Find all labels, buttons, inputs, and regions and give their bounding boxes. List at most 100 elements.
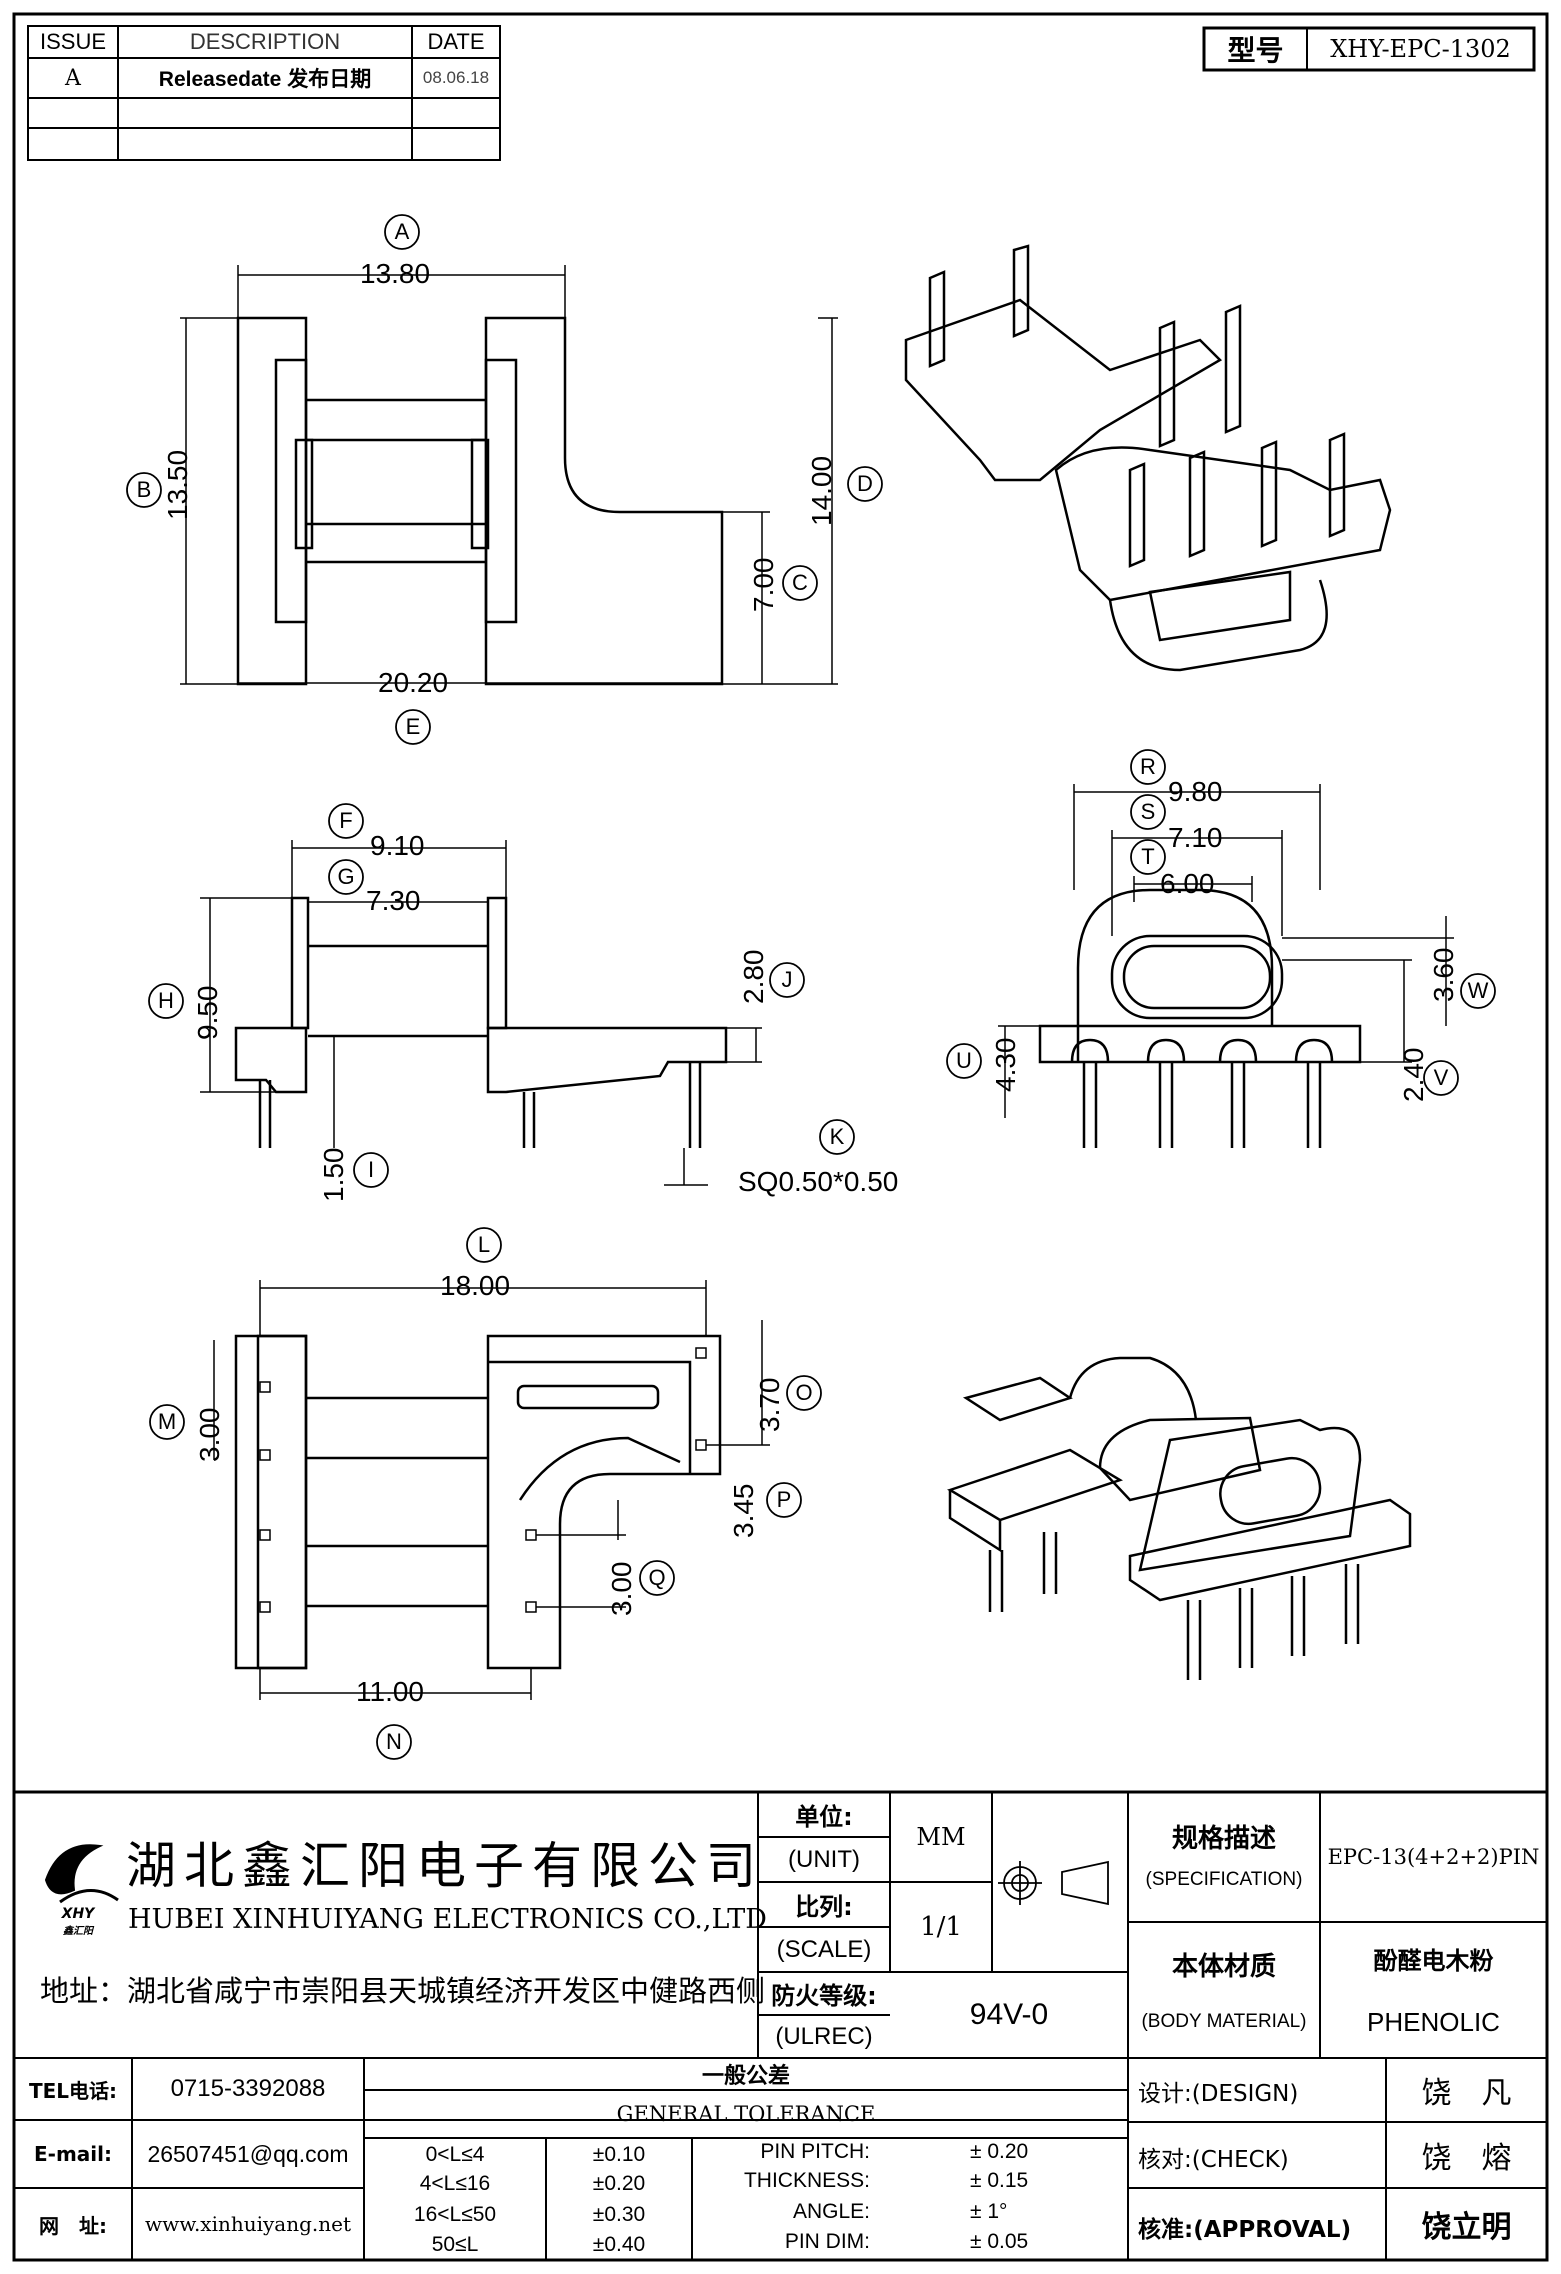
rev-row-issue: A (65, 65, 81, 91)
dim-letter-F: F (339, 808, 353, 833)
company-name-cn: 湖北鑫汇阳电子有限公司 (126, 1837, 764, 1895)
material-value-en: PHENOLIC (1367, 2006, 1500, 2037)
top-view-dims (180, 265, 838, 685)
dim-letter-R: R (1140, 754, 1156, 779)
sheet-border (12, 12, 1549, 2262)
dim-T-value: 6.00 (1160, 868, 1215, 899)
dim-M-value: 3.00 (194, 1407, 225, 1463)
dim-letter-L: L (477, 1232, 491, 1257)
unit-label-en: (UNIT) (788, 1845, 860, 1873)
iso-view-top (904, 244, 1392, 672)
tol-value-0: ±0.10 (592, 2142, 646, 2166)
dim-letter-O: O (795, 1380, 813, 1405)
tol-other-label-2: ANGLE: (792, 2200, 870, 2223)
dim-H-value: 9.50 (192, 985, 223, 1041)
dim-Q-value: 3.00 (606, 1561, 637, 1617)
dim-letter-N: N (386, 1729, 402, 1754)
end-view (1038, 888, 1362, 1148)
dim-J-value: 2.80 (738, 949, 769, 1005)
unit-value: MM (916, 1823, 966, 1851)
rev-header-issue: ISSUE (39, 29, 107, 54)
logo-text: XHY (61, 1906, 95, 1922)
material-value-cn: 酚醛电木粉 (1373, 1946, 1494, 1975)
dim-G-value: 7.30 (366, 885, 421, 916)
dim-letter-H: H (158, 988, 174, 1013)
dim-letter-C: C (792, 570, 808, 595)
dim-letter-M: M (157, 1409, 177, 1434)
dim-L-value: 18.00 (440, 1270, 511, 1301)
email-label: E-mail: (33, 2142, 112, 2166)
dim-O-value: 3.70 (754, 1377, 785, 1433)
projection-symbol (998, 1860, 1109, 1906)
bottom-view (234, 1334, 722, 1670)
tol-other-label-0: PIN PITCH: (760, 2140, 870, 2163)
scale-label-cn: 比列: (795, 1893, 853, 1921)
tol-other-value-1: ± 0.15 (970, 2169, 1029, 2192)
dim-U-value: 4.30 (990, 1037, 1021, 1093)
model-box-lines (1202, 26, 1536, 72)
dim-E-value: 20.20 (378, 667, 449, 698)
scale-label-en: (SCALE) (776, 1935, 872, 1963)
bottom-view-dims (213, 1280, 770, 1700)
tel-label: TEL电话: (28, 2078, 118, 2103)
dim-letter-K: K (829, 1124, 845, 1149)
tolerance-title-cn: 一般公差 (701, 2064, 790, 2089)
scale-value: 1/1 (920, 1912, 962, 1942)
end-view-dims (998, 784, 1454, 1118)
company-name-en: HUBEI XINHUIYANG ELECTRONICS CO.,LTD (128, 1904, 767, 1935)
tol-range-2: 16<L≤50 (413, 2202, 497, 2226)
dim-letter-U: U (956, 1048, 972, 1073)
dim-letter-S: S (1140, 799, 1156, 824)
approval-name: 饶立明 (1421, 2210, 1512, 2245)
model-value: XHY-EPC-1302 (1330, 35, 1511, 63)
dim-S-value: 7.10 (1168, 822, 1223, 853)
unit-label-cn: 单位: (795, 1803, 853, 1831)
tel-value: 0715-3392088 (170, 2075, 326, 2102)
dim-R-value: 9.80 (1168, 776, 1223, 807)
tol-value-1: ±0.20 (592, 2171, 646, 2195)
tol-range-1: 4<L≤16 (419, 2171, 491, 2195)
dim-C-value: 7.00 (748, 557, 779, 613)
dim-letter-Q: Q (648, 1565, 666, 1590)
dim-letter-B: B (136, 477, 152, 502)
design-name: 饶 凡 (1421, 2076, 1512, 2111)
rev-header-description: DESCRIPTION (189, 29, 341, 54)
company-address: 地址：湖北省咸宁市崇阳县天城镇经济开发区中健路西侧 (40, 1974, 766, 2008)
design-label: 设计:(DESIGN) (1138, 2081, 1299, 2107)
spec-label-en: (SPECIFICATION) (1145, 1869, 1303, 1890)
web-value: www.xinhuiyang.net (144, 2212, 352, 2236)
iso-view-bottom (947, 1356, 1412, 1680)
tol-range-3: 50≤L (431, 2232, 479, 2256)
tol-other-value-3: ± 0.05 (970, 2230, 1029, 2253)
dim-I-value: 1.50 (318, 1147, 349, 1203)
tol-other-label-3: PIN DIM: (784, 2230, 870, 2253)
dim-P-value: 3.45 (728, 1483, 759, 1539)
dim-letter-G: G (337, 864, 355, 889)
check-name: 饶 熔 (1421, 2141, 1512, 2176)
dim-W-value: 3.60 (1428, 947, 1459, 1003)
revision-table-lines (27, 25, 501, 161)
top-view (236, 316, 724, 686)
tol-range-0: 0<L≤4 (425, 2142, 485, 2166)
title-block-grid (14, 1792, 1547, 2260)
side-view (234, 896, 728, 1148)
tol-value-3: ±0.40 (592, 2232, 646, 2256)
model-label: 型号 (1227, 34, 1284, 67)
rev-row-description: Releasedate 发布日期 (158, 68, 372, 91)
dim-letter-T: T (1141, 844, 1155, 869)
dim-letter-D: D (857, 471, 873, 496)
dim-letter-J: J (781, 967, 793, 992)
dim-letter-P: P (776, 1487, 792, 1512)
check-label: 核对:(CHECK) (1138, 2147, 1289, 2173)
dim-D-value: 14.00 (806, 455, 837, 526)
spec-label-cn: 规格描述 (1171, 1823, 1276, 1854)
material-label-cn: 本体材质 (1171, 1951, 1276, 1982)
dim-letter-W: W (1467, 978, 1489, 1003)
logo-sub: 鑫汇阳 (63, 1926, 93, 1937)
tol-other-value-2: ± 1° (970, 2200, 1008, 2223)
tol-value-2: ±0.30 (592, 2202, 646, 2226)
company-logo: XHY 鑫汇阳 (30, 1850, 126, 1937)
material-label-en: (BODY MATERIAL) (1141, 2011, 1307, 2032)
dimension-circles (126, 214, 1496, 1760)
